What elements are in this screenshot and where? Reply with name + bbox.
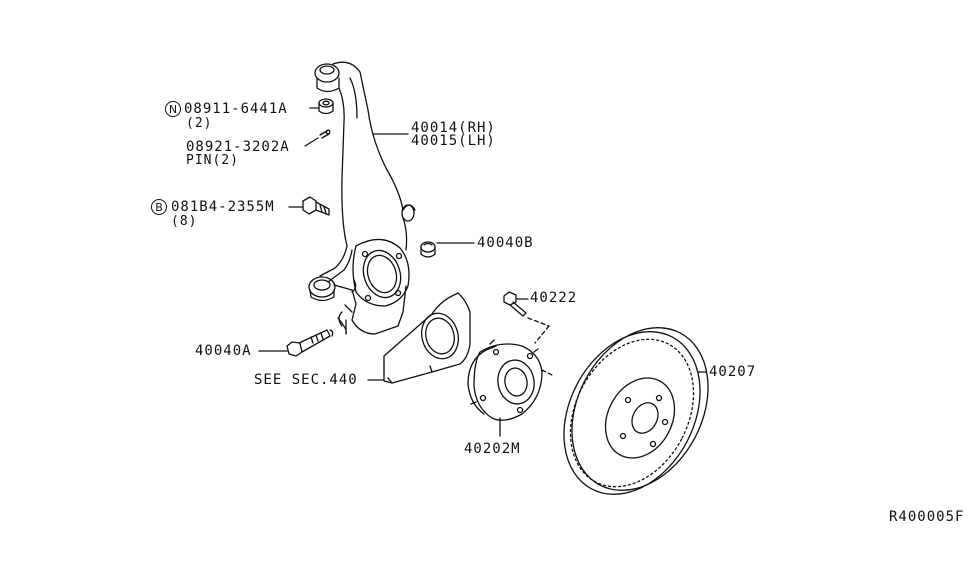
knuckle-lh-part-number[interactable]: 40015(LH) <box>411 133 496 149</box>
pin-description: PIN(2) <box>186 153 239 168</box>
cotter-pin-drawing <box>304 129 331 147</box>
bolt-quantity: (8) <box>171 214 198 229</box>
hub-bolt-part-number[interactable]: 40222 <box>530 290 578 306</box>
hex-bolt-drawing <box>288 196 330 216</box>
knuckle-rh-part-number[interactable]: 40014(RH) <box>411 120 496 136</box>
bushing-b-part-number[interactable]: 40040B <box>477 235 534 251</box>
hub-bolt-drawing <box>503 291 550 344</box>
bolt-part-number[interactable]: 081B4-2355M <box>171 199 275 215</box>
hub-bearing-drawing <box>467 339 553 437</box>
nut-drawing <box>309 98 334 115</box>
backing-plate-drawing <box>367 292 471 384</box>
bolt-circle-marker: B <box>151 199 167 215</box>
diagram-code: R400005F <box>889 509 965 525</box>
nut-circle-marker: N <box>165 101 181 117</box>
nut-part-number[interactable]: 08911-6441A <box>184 101 288 117</box>
bushing-a-bolt-drawing <box>258 329 334 357</box>
hub-bearing-part-number[interactable]: 40202M <box>464 441 521 457</box>
steering-knuckle-drawing <box>308 61 416 335</box>
bushing-b-drawing <box>420 241 475 258</box>
bushing-a-part-number[interactable]: 40040A <box>195 343 252 359</box>
nut-quantity: (2) <box>186 116 213 131</box>
brake-rotor-drawing <box>563 327 709 495</box>
backing-plate-reference[interactable]: SEE SEC.440 <box>254 372 358 388</box>
pin-part-number[interactable]: 08921-3202A <box>186 139 290 155</box>
rotor-part-number[interactable]: 40207 <box>709 364 757 380</box>
